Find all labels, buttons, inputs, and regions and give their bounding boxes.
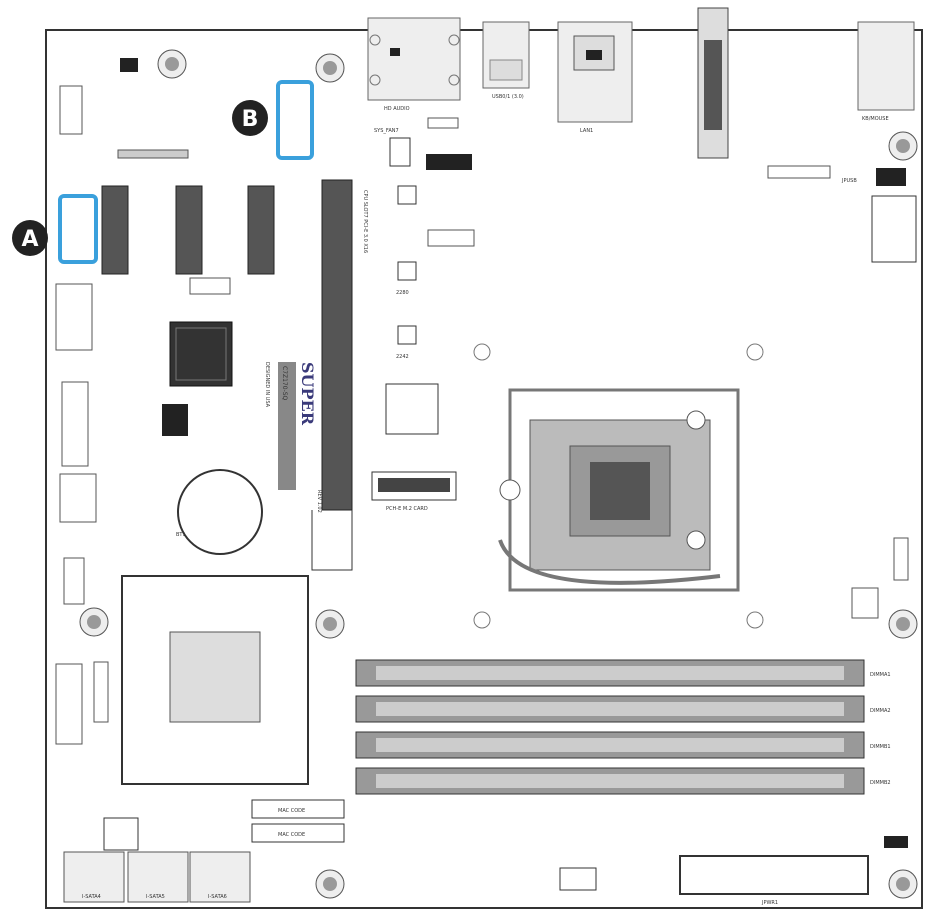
designed-label: DESIGNED IN USA [264, 362, 270, 408]
jpusb-label: JPUSB [841, 178, 857, 184]
mount-hole [888, 131, 918, 161]
kb-mouse-port: KB/MOUSE [857, 21, 915, 122]
dimm-slots: DIMMA1 DIMMA2 DIMMB1 DIMMB2 [355, 659, 891, 795]
callout-a-box [58, 194, 98, 264]
atx-power-connector: JPWR1 [679, 855, 869, 906]
isata4-label: I-SATA4 [82, 894, 101, 900]
isata5-label: I-SATA5 [146, 894, 165, 900]
mounting-holes [79, 49, 918, 899]
m2-2242-label: 2242 [396, 354, 409, 360]
brand-label: SUPER [298, 362, 317, 426]
display-connector [697, 7, 729, 159]
mount-hole [315, 869, 345, 899]
mount-hole [315, 609, 345, 639]
callout-a-badge [12, 220, 48, 256]
callout-a[interactable]: A [12, 194, 98, 264]
lan-label: LAN1 [580, 128, 593, 134]
lan-port: LAN1 [557, 21, 633, 134]
kb-mouse-label: KB/MOUSE [862, 116, 889, 122]
sata-ports: I-SATA4 I-SATA5 I-SATA6 [63, 851, 251, 903]
mount-hole [79, 607, 109, 637]
rev-label: REV 1.02 [316, 490, 322, 513]
chipset-heatsink [121, 575, 309, 785]
mount-hole [157, 49, 187, 79]
dimm-a1-label: DIMMA1 [870, 672, 891, 678]
dimm-a2-label: DIMMA2 [870, 708, 891, 714]
callout-b[interactable]: B [232, 80, 314, 160]
callout-b-badge [232, 100, 268, 136]
isata6-label: I-SATA6 [208, 894, 227, 900]
m2-card-label: PCH-E M.2 CARD [386, 506, 428, 512]
dimm-b2-label: DIMMB2 [870, 780, 891, 786]
usb-port-stack: USB0/1 (3.0) [482, 21, 530, 100]
mount-hole [888, 609, 918, 639]
pcie-slots: CPU SLOT7 PCI-E 3.0 X16 [101, 179, 368, 571]
hd-audio-label: HD AUDIO [384, 106, 410, 112]
cpu-slot-label: CPU SLOT7 PCI-E 3.0 X16 [362, 190, 368, 253]
dimm-b1-label: DIMMB1 [870, 744, 891, 750]
model-label: C7Z170-SQ [281, 366, 288, 401]
mac-code-label: MAC CODE [278, 832, 305, 838]
pwr-label: JPWR1 [761, 900, 778, 906]
m2-2280-label: 2280 [396, 290, 409, 296]
callout-a-letter: A [21, 227, 38, 252]
usb-ports-label: USB0/1 (3.0) [492, 94, 524, 100]
audio-connector: HD AUDIO [367, 17, 461, 112]
callout-b-letter: B [242, 107, 259, 132]
bt1-label: BT1 [176, 532, 186, 538]
mount-hole [315, 53, 345, 83]
cmos-battery [177, 469, 263, 555]
callout-b-box [276, 80, 314, 160]
cpu-socket [498, 388, 740, 592]
mount-hole [473, 343, 764, 629]
mount-hole [888, 869, 918, 899]
mac-code-label: MAC CODE [278, 808, 305, 814]
sys-fan7-label: SYS_FAN7 [374, 128, 399, 134]
